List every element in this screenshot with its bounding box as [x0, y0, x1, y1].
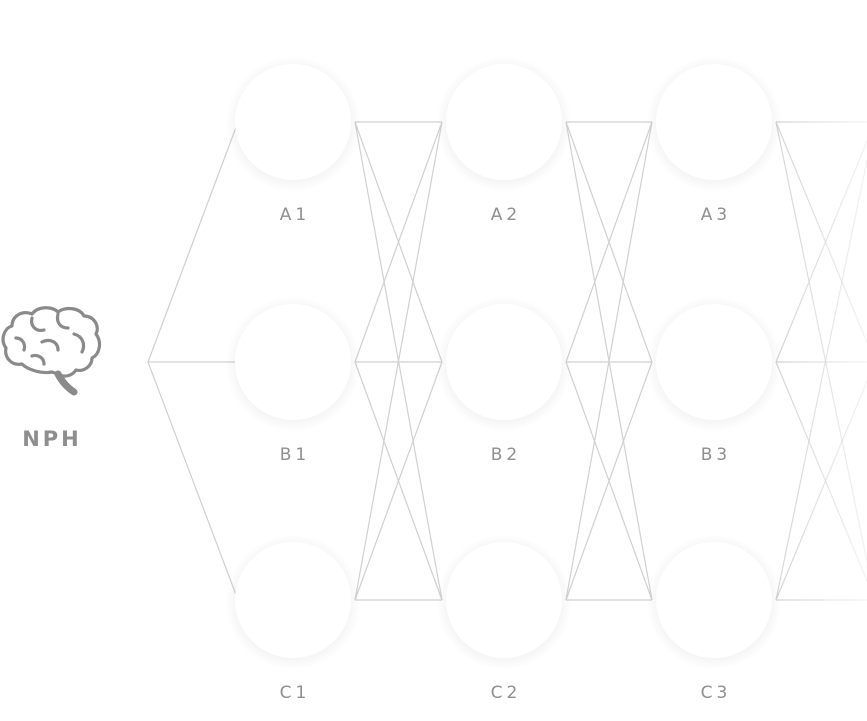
mesh-connector [565, 121, 653, 601]
outgoing-connector [775, 121, 867, 345]
node-label: B3 [701, 445, 731, 465]
node-a2: A2 [436, 56, 572, 225]
node-circle [446, 304, 562, 420]
outgoing-connector [775, 361, 867, 583]
node-circle [656, 64, 772, 180]
node-a1: A1 [225, 56, 361, 225]
node-label: A3 [701, 205, 731, 225]
outgoing-connector [775, 379, 867, 601]
node-circle [235, 542, 351, 658]
node-c2: C2 [436, 534, 572, 703]
outgoing-connector [775, 157, 867, 601]
node-label: A2 [491, 205, 521, 225]
mesh-connector [565, 121, 653, 363]
node-circle [656, 304, 772, 420]
mesh-connector [354, 121, 443, 601]
node-label: C3 [701, 683, 732, 703]
root-connector [147, 121, 239, 363]
brain-icon [1, 306, 102, 396]
root-label: NPH [22, 427, 82, 451]
node-b2: B2 [436, 296, 572, 465]
root-connector [147, 361, 239, 601]
node-label: C1 [280, 683, 311, 703]
node-label: A1 [280, 205, 310, 225]
node-circle [656, 542, 772, 658]
mesh-connector [354, 361, 443, 601]
node-circle [446, 64, 562, 180]
node-circle [235, 64, 351, 180]
node-c1: C1 [225, 534, 361, 703]
node-label: B1 [280, 445, 310, 465]
outgoing-connector [775, 139, 867, 363]
node-circle [446, 542, 562, 658]
node-b3: B3 [646, 296, 782, 465]
node-label: C2 [491, 683, 522, 703]
root-node: NPH [1, 306, 102, 451]
node-c3: C3 [646, 534, 782, 703]
connector-lines [147, 121, 867, 601]
mesh-connector [565, 361, 653, 601]
node-a3: A3 [646, 56, 782, 225]
mesh-connector [354, 121, 443, 363]
node-b1: B1 [225, 296, 361, 465]
outgoing-connector [775, 121, 867, 565]
node-label: B2 [491, 445, 521, 465]
node-circle [235, 304, 351, 420]
